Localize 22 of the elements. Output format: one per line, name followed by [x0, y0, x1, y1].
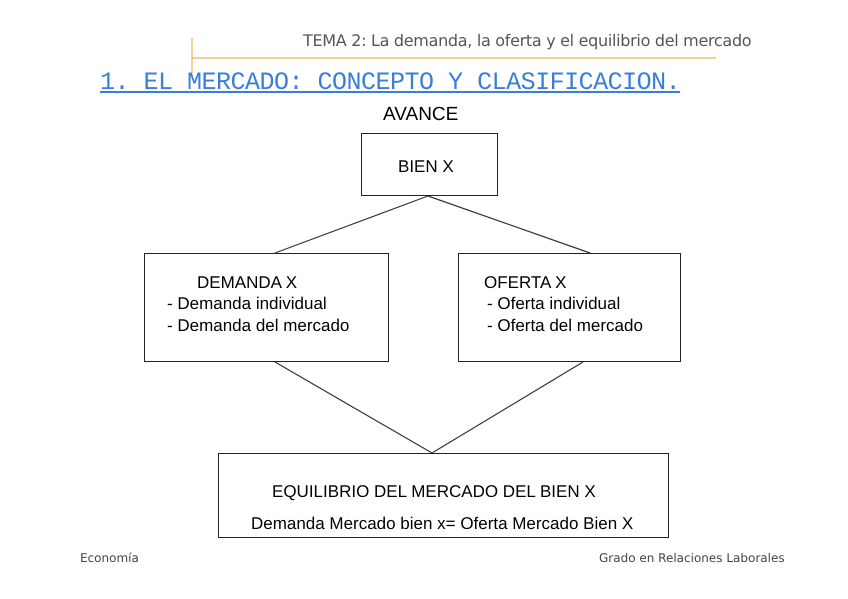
box-text: - Demanda individual — [167, 294, 327, 314]
connector-line — [432, 361, 584, 454]
box-heading: BIEN X — [398, 157, 454, 177]
connector-line — [274, 361, 432, 454]
section-label: AVANCE — [383, 104, 458, 126]
box-text: Demanda Mercado bien x= Oferta Mercado Bien X — [251, 514, 634, 534]
concept-box — [144, 253, 389, 362]
connector-line — [274, 195, 428, 254]
box-text: - Demanda del mercado — [167, 316, 350, 336]
box-text: - Oferta individual — [487, 294, 620, 314]
header-text: TEMA 2: La demanda, la oferta y el equilibrio del mercado — [303, 31, 752, 50]
connector-line — [428, 195, 590, 254]
box-heading: DEMANDA X — [197, 273, 298, 293]
page-title: 1. EL MERCADO: CONCEPTO Y CLASIFICACION. — [100, 68, 680, 97]
concept-box — [361, 133, 498, 196]
footer-text: Economía — [80, 551, 139, 565]
footer-text: Grado en Relaciones Laborales — [599, 551, 785, 565]
concept-box — [458, 253, 681, 362]
box-heading: OFERTA X — [484, 273, 567, 293]
concept-box — [218, 453, 669, 538]
box-heading: EQUILIBRIO DEL MERCADO DEL BIEN X — [272, 482, 596, 502]
box-text: - Oferta del mercado — [487, 316, 643, 336]
